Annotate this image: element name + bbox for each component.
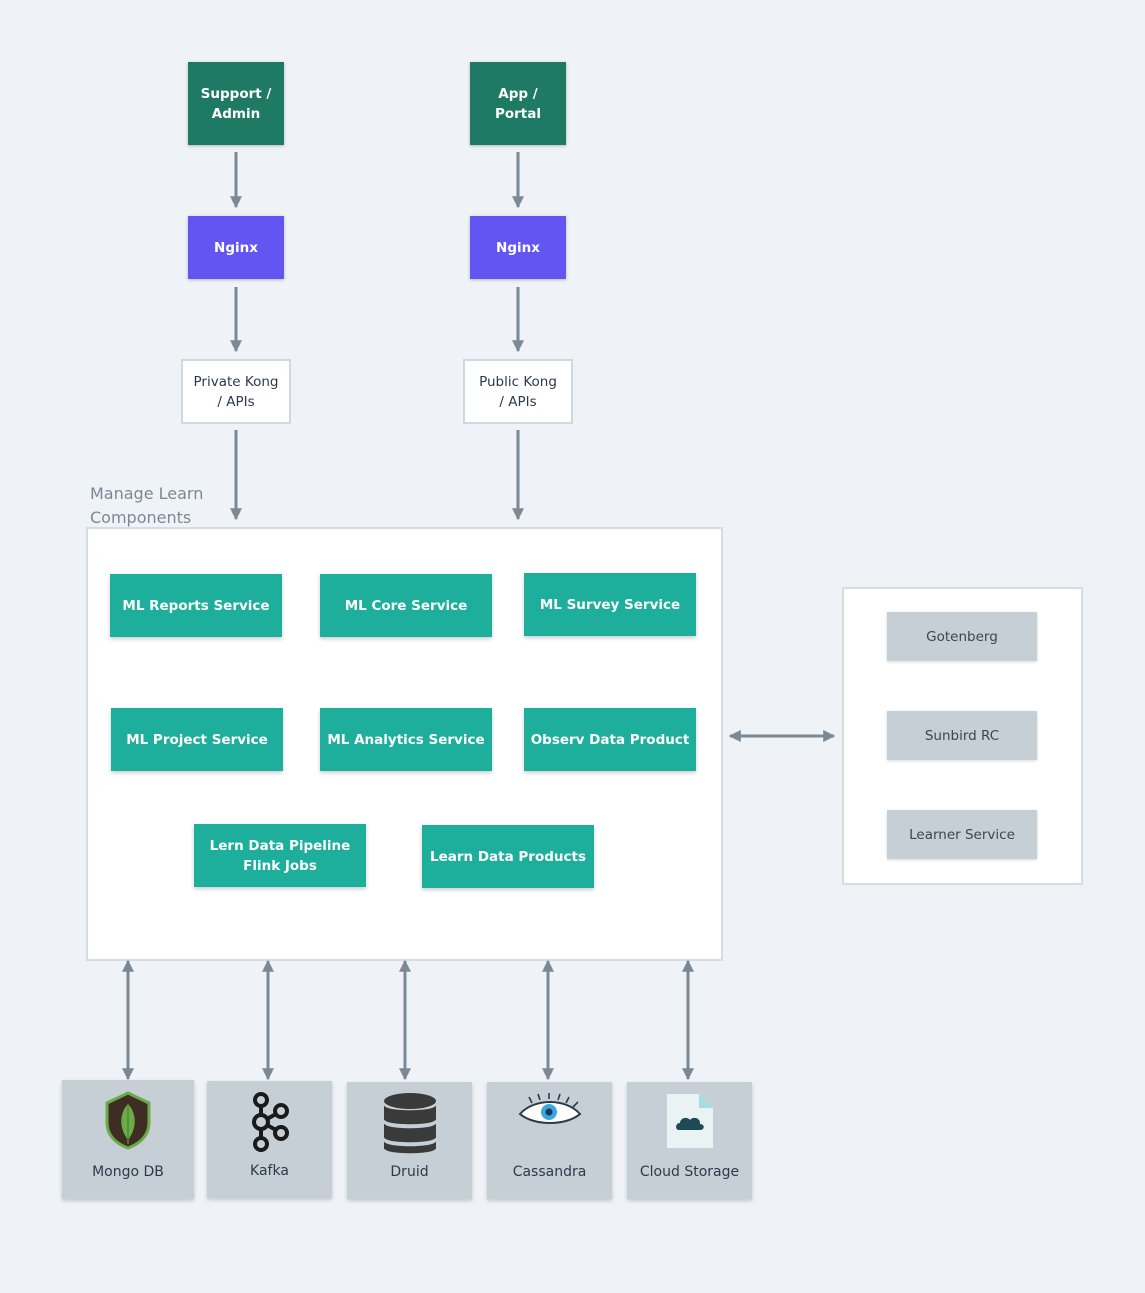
store-cloud-storage[interactable]: Cloud Storage — [627, 1082, 752, 1199]
cassandra-eye-icon — [518, 1093, 581, 1124]
store-cassandra[interactable]: Cassandra — [487, 1082, 612, 1199]
store-kafka[interactable]: Kafka — [207, 1081, 332, 1198]
database-icon — [383, 1093, 436, 1154]
service-ml-project[interactable]: ML Project Service — [111, 708, 283, 771]
store-druid[interactable]: Druid — [347, 1082, 472, 1199]
external-sunbird-rc[interactable]: Sunbird RC — [887, 711, 1037, 760]
private-kong-node[interactable]: Private Kong / APIs — [181, 359, 291, 424]
store-mongodb[interactable]: Mongo DB — [62, 1080, 194, 1199]
store-mongodb-label: Mongo DB — [92, 1164, 164, 1180]
public-kong-node[interactable]: Public Kong / APIs — [463, 359, 573, 424]
service-learn-data-products[interactable]: Learn Data Products — [422, 825, 594, 888]
mongodb-leaf-icon — [105, 1091, 151, 1150]
support-admin-node[interactable]: Support / Admin — [188, 62, 284, 145]
service-ml-core[interactable]: ML Core Service — [320, 574, 492, 637]
kafka-icon — [251, 1092, 289, 1152]
service-lern-data-pipeline[interactable]: Lern Data Pipeline Flink Jobs — [194, 824, 366, 887]
service-ml-survey[interactable]: ML Survey Service — [524, 573, 696, 636]
nginx-public-node[interactable]: Nginx — [470, 216, 566, 279]
nginx-private-node[interactable]: Nginx — [188, 216, 284, 279]
service-ml-reports[interactable]: ML Reports Service — [110, 574, 282, 637]
store-kafka-label: Kafka — [250, 1163, 289, 1179]
service-ml-analytics[interactable]: ML Analytics Service — [320, 708, 492, 771]
external-gotenberg[interactable]: Gotenberg — [887, 612, 1037, 661]
store-cassandra-label: Cassandra — [512, 1164, 587, 1180]
store-cloud-storage-label: Cloud Storage — [639, 1164, 740, 1180]
components-group-label: Manage Learn Components — [90, 484, 204, 527]
app-portal-node[interactable]: App / Portal — [470, 62, 566, 145]
external-learner-service[interactable]: Learner Service — [887, 810, 1037, 859]
service-observ-data-product[interactable]: Observ Data Product — [524, 708, 696, 771]
cloud-file-icon — [666, 1094, 713, 1148]
store-druid-label: Druid — [390, 1164, 429, 1180]
